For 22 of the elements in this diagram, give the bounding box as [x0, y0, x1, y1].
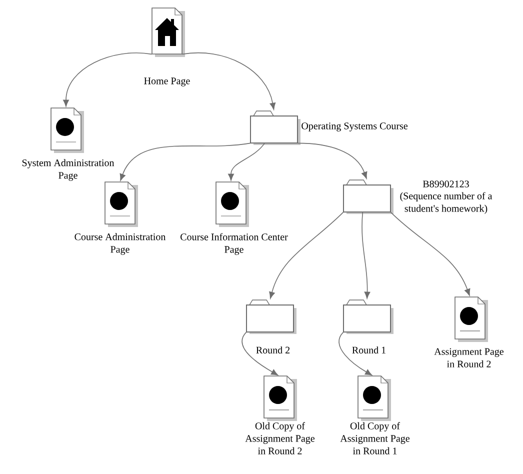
arrow	[269, 212, 344, 299]
arrow	[338, 332, 372, 376]
arrow	[120, 142, 251, 181]
icon-caption: Assignment Page in Round 2	[434, 348, 504, 368]
arrow	[362, 212, 370, 299]
icon-caption: Old Copy of Assignment Page in Round 2	[245, 422, 314, 454]
arrow	[242, 332, 278, 376]
icon-caption: Course Information Center Page	[180, 233, 288, 255]
icon-caption: Round 2	[256, 346, 290, 354]
icon-caption: Round 1	[352, 346, 386, 354]
icon-caption: B89902123	[422, 180, 469, 188]
icon-caption: Home Page	[144, 78, 190, 86]
arrow	[297, 142, 368, 179]
icon-caption: System Administration Page	[22, 159, 114, 181]
icon-caption: (Sequence number of a student's homework)	[400, 192, 492, 214]
icon-caption: Old Copy of Assignment Page in Round 1	[340, 422, 410, 454]
icon-caption: Operating Systems Course	[302, 122, 408, 132]
arrow	[182, 52, 276, 110]
arrow	[63, 52, 152, 107]
arrow	[228, 142, 266, 181]
icon-caption: Course Administration Page	[74, 233, 166, 255]
arrow	[390, 212, 470, 296]
